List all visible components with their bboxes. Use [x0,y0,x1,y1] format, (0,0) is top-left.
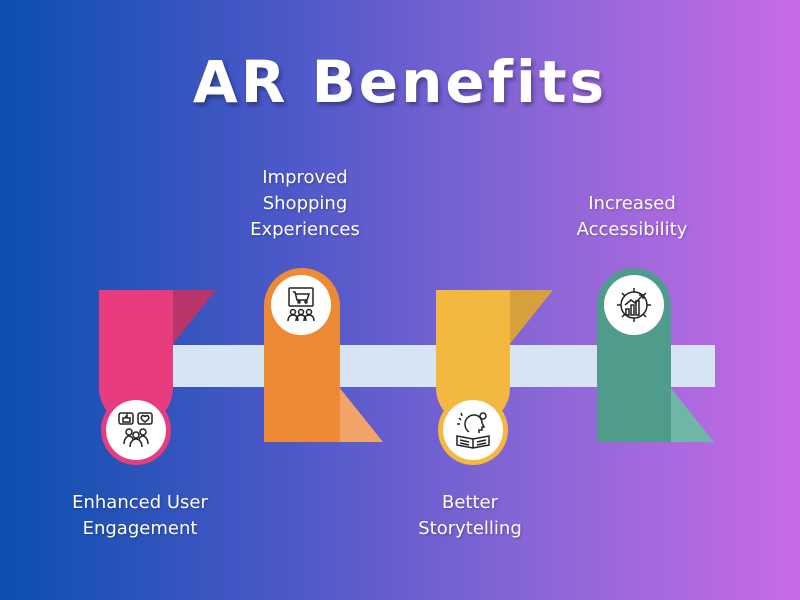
fold-2 [339,387,383,442]
label-better-storytelling: Better Storytelling [418,492,522,539]
label-increased-accessibility: Increased Accessibility [576,193,688,240]
fold-1 [172,290,216,345]
accessibility-gear-chart-icon [617,288,651,322]
circle-3 [443,400,503,460]
label-improved-shopping-experiences: Improved Shopping Experiences [250,167,360,240]
circle-1 [106,400,166,460]
storytelling-book-icon [456,412,490,449]
circle-2 [271,275,331,335]
circle-4 [604,275,664,335]
page-title: AR Benefits [192,48,608,116]
user-engagement-icon [118,412,153,448]
shopping-cart-icon [287,287,315,322]
fold-3 [509,290,553,345]
fold-4 [670,387,714,442]
label-enhanced-user-engagement: Enhanced User Engagement [72,492,208,539]
